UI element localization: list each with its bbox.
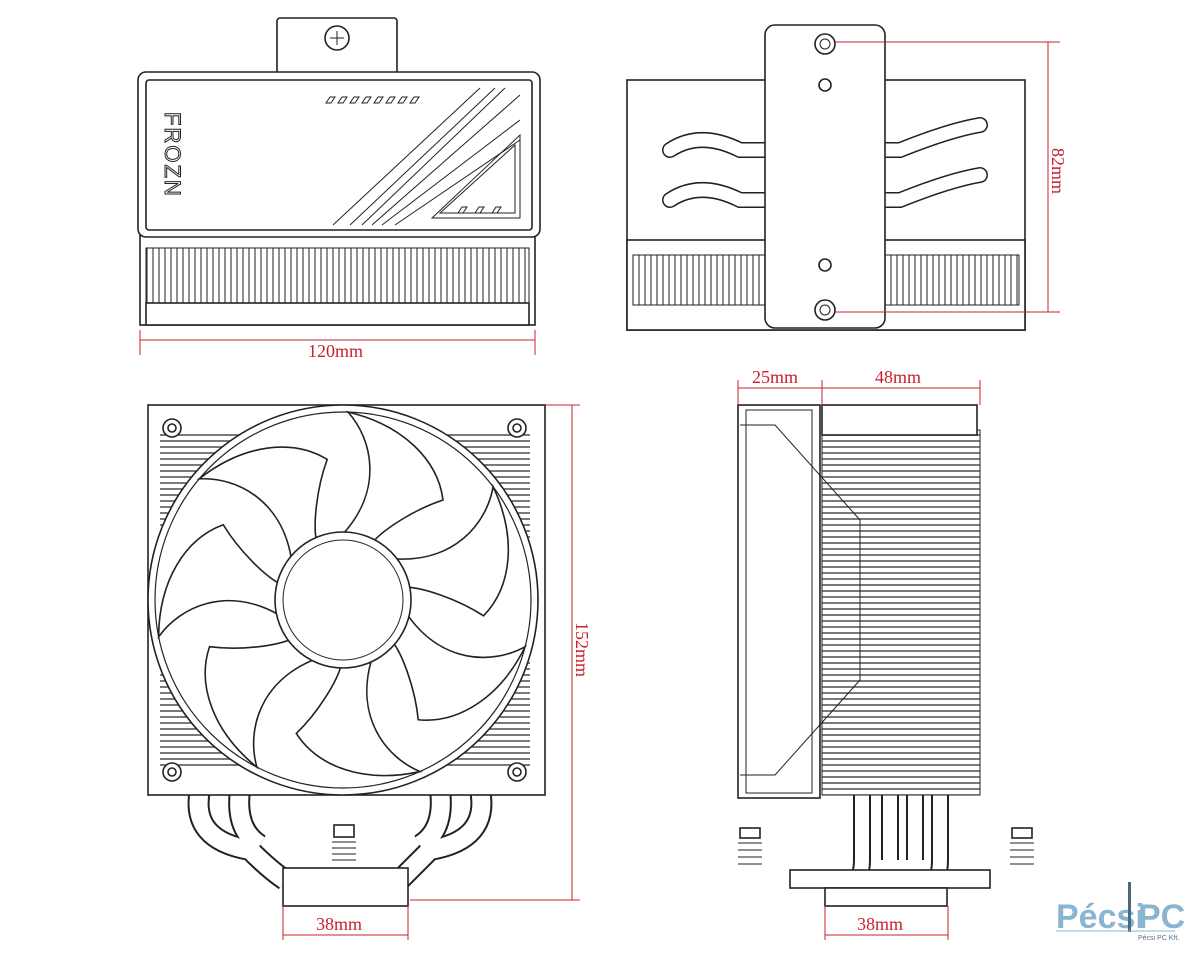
fan-blade <box>196 446 329 561</box>
heatpipes-inner <box>663 118 987 207</box>
front-view-fan: 152mm 38mm <box>147 404 592 940</box>
top-view-front: FROZN 120mm <box>137 17 541 361</box>
vent-slots <box>325 96 502 214</box>
watermark-subtitle: Pécsi PC Kft. <box>1138 935 1179 942</box>
fan-blade <box>341 410 444 543</box>
cpu-base <box>282 867 409 907</box>
watermark-name-right: PC <box>1138 898 1185 936</box>
dimension-label-38mm-side: 38mm <box>857 914 903 934</box>
watermark-name-left: Pécsi <box>1056 898 1145 936</box>
screw-icon <box>814 33 836 55</box>
watermark-logo: Pécsi PC Pécsi PC Kft. <box>1056 882 1185 942</box>
fan-blade <box>295 658 423 777</box>
heatsink-fins <box>821 429 981 796</box>
dimension-label-120mm: 120mm <box>308 341 363 361</box>
side-view: 25mm 48mm 38mm <box>737 367 1034 940</box>
fin-stack <box>145 247 530 304</box>
fan-clip <box>740 424 861 776</box>
center-bracket <box>764 24 886 329</box>
fan-blade <box>157 523 281 640</box>
spring-screw <box>332 824 356 861</box>
dimension-label-48mm: 48mm <box>875 367 921 387</box>
dimension-label-25mm: 25mm <box>752 367 798 387</box>
spring-screw <box>738 827 1034 865</box>
top-cover <box>821 404 978 436</box>
fan-blades <box>157 410 528 777</box>
fan-side <box>737 404 821 799</box>
fan-blade <box>393 484 510 617</box>
dimension-label-152mm: 152mm <box>572 622 592 677</box>
screw-icon <box>324 25 350 51</box>
dimension-label-82mm: 82mm <box>1048 148 1068 194</box>
cpu-base <box>824 887 948 907</box>
cover-stripes <box>332 87 521 226</box>
dimension-label-38mm-front: 38mm <box>316 914 362 934</box>
brand-logo: FROZN <box>160 112 185 198</box>
fan-hub <box>274 531 412 669</box>
screw-icon <box>814 299 836 321</box>
fan-blade <box>204 638 316 770</box>
mount-holes <box>162 418 527 782</box>
mount-bar <box>789 869 991 889</box>
top-view-side: 82mm <box>626 24 1068 331</box>
fan-blade <box>391 613 528 721</box>
